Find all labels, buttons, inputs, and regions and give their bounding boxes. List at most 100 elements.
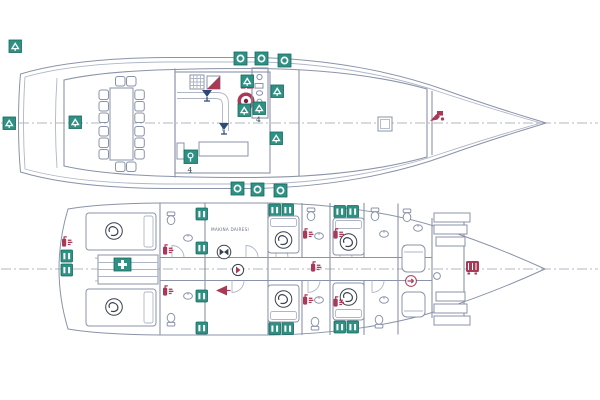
lifejacket-sign-icon <box>281 203 295 217</box>
cabin-block-fwd <box>332 204 389 334</box>
washbasin-icon <box>413 224 423 232</box>
fire-extinguisher-icon <box>162 285 174 297</box>
lifebuoy-sign-icon <box>273 183 288 198</box>
chair-icon <box>115 161 126 172</box>
washbasin-icon <box>379 230 389 238</box>
stove-grid <box>190 75 204 89</box>
bulwark-inner-line <box>63 67 428 179</box>
lifejacket-sign-icon <box>268 321 282 336</box>
pump-icon <box>231 263 245 277</box>
foredeck-hatch <box>377 116 393 132</box>
toilet-icon <box>306 207 316 222</box>
liferaft-sign-icon <box>252 101 267 116</box>
chair-icon <box>126 161 137 172</box>
safety-sign-icon <box>2 116 17 131</box>
chair-icon <box>126 76 137 87</box>
wc-fixture <box>254 83 264 89</box>
pillow <box>270 311 297 320</box>
washbasin-icon <box>379 296 389 304</box>
locker-slat <box>435 236 466 247</box>
chair-icon <box>134 112 145 123</box>
lifebuoy-sign-icon <box>250 182 265 197</box>
lifejacket-sign-icon <box>195 207 209 221</box>
signal-flag-icon <box>206 75 221 90</box>
fire-extinguisher-icon <box>302 228 314 240</box>
chair-icon <box>98 126 109 137</box>
lifejacket-sign-icon <box>346 204 360 219</box>
locker-slat <box>433 224 468 235</box>
safety-sign-icon <box>240 74 255 89</box>
lifejacket-sign-icon <box>281 321 295 336</box>
windlass-icon <box>466 261 479 275</box>
single-bed <box>401 244 426 273</box>
toilet-icon <box>166 312 176 327</box>
toilet-icon <box>310 316 320 331</box>
chair-icon <box>98 101 109 112</box>
safety-sign-icon <box>8 39 23 54</box>
chair-icon <box>134 149 145 160</box>
deck-fitting <box>433 272 441 280</box>
aft-counter <box>198 141 249 157</box>
safety-sign-icon <box>270 84 285 99</box>
single-bed <box>401 291 426 318</box>
engine-room-label: MAKINA DAIRESI <box>211 227 249 232</box>
lifebuoy-sign-icon <box>277 53 292 68</box>
chair-icon <box>98 137 109 148</box>
lifejacket-sign-icon <box>60 263 74 277</box>
fwd-single-cabin <box>401 208 426 318</box>
bow-crew-area <box>433 212 479 326</box>
chair-icon <box>98 112 109 123</box>
lifejacket-sign-icon <box>333 320 347 334</box>
toilet-icon <box>166 211 176 226</box>
toilet-icon <box>370 207 380 222</box>
liferaft-qty-label: 4 <box>256 115 261 124</box>
liferaft-qty-label-aft: 4 <box>188 166 193 175</box>
dining-table <box>109 87 134 161</box>
bed-swirl-decor <box>105 222 123 240</box>
bed-swirl-decor <box>105 298 123 316</box>
locker-slat <box>433 212 471 223</box>
chair-icon <box>115 76 126 87</box>
safety-sign-icon <box>68 115 83 130</box>
chair-icon <box>98 89 109 100</box>
fire-extinguisher-icon <box>302 294 314 306</box>
lifejacket-sign-icon <box>195 321 209 335</box>
wc-basin <box>255 90 264 96</box>
master-cabin <box>60 212 159 327</box>
deck-light-icon <box>201 89 213 102</box>
pump-icon <box>216 244 232 260</box>
lifejacket-sign-icon <box>268 203 282 217</box>
galley <box>176 67 269 160</box>
lifejacket-sign-icon <box>333 204 347 219</box>
chair-icon <box>134 89 145 100</box>
corridor-walls <box>160 256 432 282</box>
galley-locker <box>176 142 185 160</box>
pump-icon <box>216 285 231 296</box>
foredeck-hatch-inner <box>380 119 390 129</box>
toilet-icon <box>402 208 412 223</box>
fire-extinguisher-icon <box>61 236 74 248</box>
pillow <box>335 309 362 318</box>
wc-compartment <box>251 67 269 119</box>
toilet-icon <box>374 314 384 329</box>
lifejacket-sign-icon <box>346 320 360 334</box>
deckhouse <box>174 71 271 174</box>
lower-deck-plan: MAKINA DAIRESI <box>1 202 598 336</box>
transom-line <box>55 77 58 169</box>
washbasin-icon <box>314 232 324 240</box>
locker-slat <box>435 291 466 302</box>
chair-icon <box>134 126 145 137</box>
bench-line-inner <box>177 98 223 131</box>
washbasin-icon <box>183 234 193 242</box>
washbasin-icon <box>183 292 193 300</box>
locker-slat <box>433 315 471 326</box>
upper-hull-inner <box>23 61 543 185</box>
bed-swirl-decor <box>339 233 358 251</box>
deck-light-icon <box>218 122 230 135</box>
lifebuoy-sign-icon <box>254 51 269 66</box>
wc-fixture <box>256 73 263 81</box>
pillow <box>143 215 154 248</box>
bench-line-outer <box>177 92 229 131</box>
safety-sign-icon <box>269 131 284 146</box>
